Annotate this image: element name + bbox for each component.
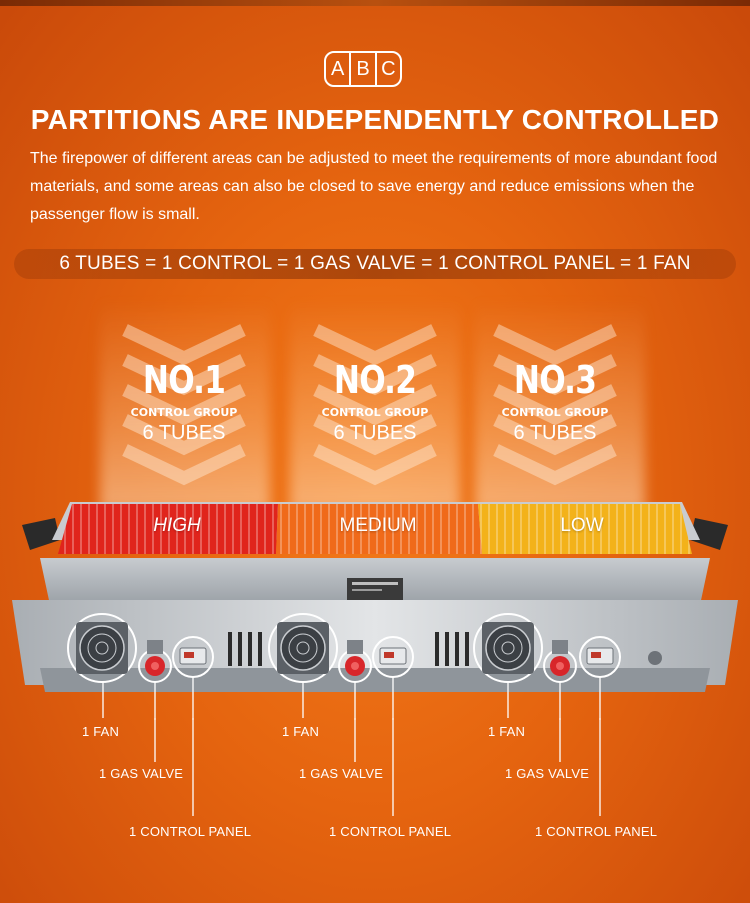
callout-fan-3: 1 FAN bbox=[488, 724, 526, 739]
formula-banner: 6 TUBES = 1 CONTROL = 1 GAS VALVE = 1 CO… bbox=[14, 249, 736, 279]
grill-zone-low bbox=[478, 504, 692, 554]
fan-3 bbox=[473, 613, 543, 683]
chevron-stack-icon bbox=[122, 324, 246, 486]
group-tubes: 6 TUBES bbox=[513, 422, 597, 444]
chevron-stack-icon bbox=[493, 324, 617, 486]
group-number: NO.3 bbox=[513, 358, 597, 402]
control-group-2: NO.2 CONTROL GROUP 6 TUBES bbox=[310, 318, 440, 488]
callout-control-panel-1: 1 CONTROL PANEL bbox=[129, 824, 252, 839]
callout-control-panel-3: 1 CONTROL PANEL bbox=[535, 824, 658, 839]
top-strip bbox=[0, 0, 750, 6]
control-group-3: NO.3 CONTROL GROUP 6 TUBES bbox=[490, 318, 620, 488]
right-handle bbox=[690, 518, 728, 550]
group-label: CONTROL GROUP bbox=[130, 406, 238, 419]
badge-letter-b: B bbox=[351, 53, 377, 85]
callout-gas-valve-2: 1 GAS VALVE bbox=[299, 766, 384, 781]
zone-label-high: HIGH bbox=[153, 515, 201, 536]
control-panel-3 bbox=[579, 636, 621, 678]
group-label: CONTROL GROUP bbox=[501, 406, 609, 419]
control-panel-1 bbox=[172, 636, 214, 678]
fan-2 bbox=[268, 613, 338, 683]
grill-zone-medium bbox=[276, 504, 482, 554]
chevron-stack-icon bbox=[313, 324, 437, 486]
badge-letter-a: A bbox=[326, 53, 352, 85]
grill-machine-illustration bbox=[12, 502, 738, 720]
abc-badge: A B C bbox=[324, 51, 402, 87]
callout-lines-lower bbox=[154, 718, 601, 816]
group-number: NO.2 bbox=[333, 358, 417, 402]
gas-valve-2 bbox=[338, 640, 372, 683]
group-label: CONTROL GROUP bbox=[321, 406, 429, 419]
callout-lines bbox=[102, 677, 601, 720]
callout-gas-valve-1: 1 GAS VALVE bbox=[99, 766, 184, 781]
power-knob bbox=[648, 651, 662, 665]
callout-gas-valve-3: 1 GAS VALVE bbox=[505, 766, 590, 781]
page-title: PARTITIONS ARE INDEPENDENTLY CONTROLLED bbox=[30, 104, 720, 135]
grill-zone-high bbox=[58, 504, 278, 554]
page-description: The firepower of different areas can be … bbox=[30, 150, 718, 223]
light-beam bbox=[475, 300, 645, 510]
fan-1 bbox=[67, 613, 137, 683]
light-beam bbox=[100, 300, 270, 510]
control-group-1: NO.1 CONTROL GROUP 6 TUBES bbox=[119, 318, 249, 488]
zone-label-medium: MEDIUM bbox=[339, 515, 417, 536]
callout-control-panel-2: 1 CONTROL PANEL bbox=[329, 824, 452, 839]
callout-fan-1: 1 FAN bbox=[82, 724, 120, 739]
callout-fan-2: 1 FAN bbox=[282, 724, 320, 739]
light-beam bbox=[290, 300, 460, 510]
zone-label-low: LOW bbox=[560, 515, 604, 536]
group-number: NO.1 bbox=[142, 358, 226, 402]
left-handle bbox=[22, 518, 60, 550]
group-tubes: 6 TUBES bbox=[142, 422, 226, 444]
badge-letter-c: C bbox=[381, 57, 396, 80]
group-tubes: 6 TUBES bbox=[333, 422, 417, 444]
vent-slots bbox=[228, 632, 469, 666]
